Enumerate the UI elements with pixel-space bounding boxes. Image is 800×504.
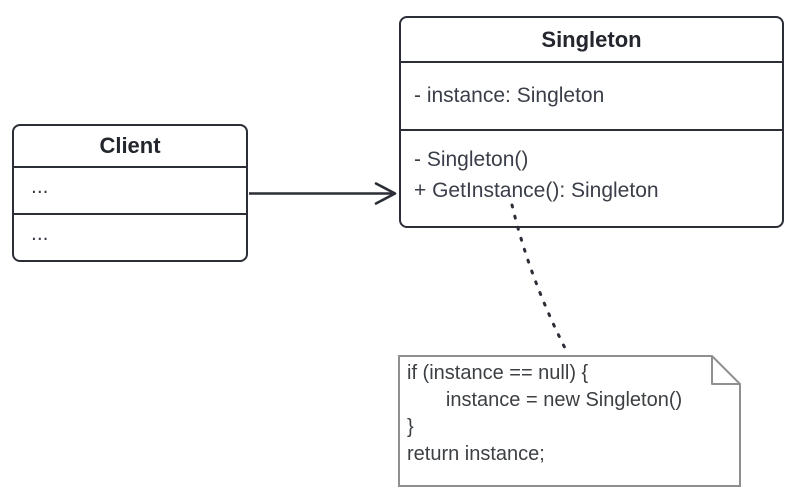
singleton-methods-compartment: - Singleton() + GetInstance(): Singleton [401,129,782,226]
singleton-method-getinstance: + GetInstance(): Singleton [414,179,659,202]
client-method-placeholder: ... [31,221,49,245]
singleton-attributes-compartment: - instance: Singleton [401,61,782,129]
code-note-text: if (instance == null) { instance = new S… [399,360,747,468]
note-code-line: return instance; [407,443,545,465]
note-code-line: instance = new Singleton() [407,389,683,411]
singleton-method-constructor: - Singleton() [414,148,529,171]
singleton-attribute-instance: - instance: Singleton [414,84,605,107]
client-attribute-placeholder: ... [31,174,49,198]
note-code-line: } [407,416,414,438]
client-methods-compartment: ... [14,213,246,260]
client-attributes-compartment: ... [14,166,246,213]
association-arrow [249,182,397,205]
client-class-box: Client ... ... [12,124,248,262]
singleton-class-title: Singleton [541,26,642,52]
note-code-line: if (instance == null) { [407,362,589,384]
singleton-class-box: Singleton - instance: Singleton - Single… [399,16,784,228]
client-class-title: Client [99,133,161,159]
open-arrowhead-icon [374,182,397,205]
